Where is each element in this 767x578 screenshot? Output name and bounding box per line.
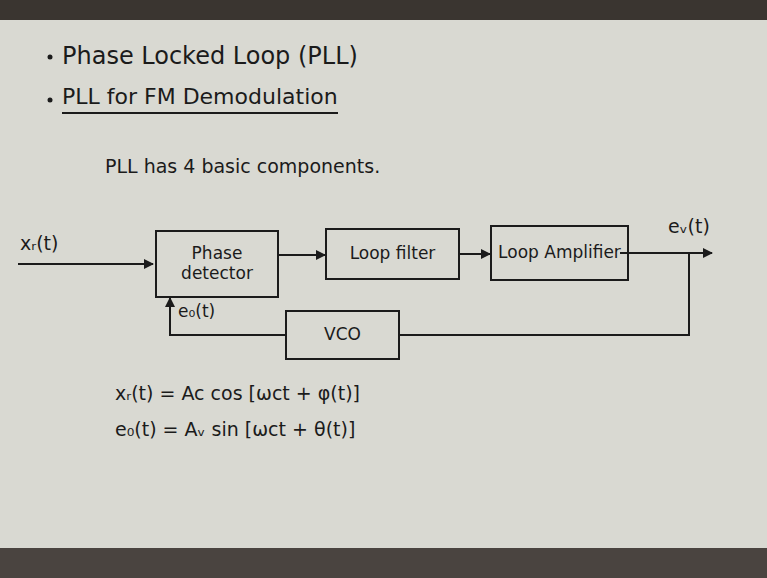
- loop-filter-box: Loop filter: [325, 228, 460, 280]
- connector: [460, 253, 490, 255]
- subheading: PLL for FM Demodulation: [62, 84, 338, 114]
- connector: [170, 298, 285, 335]
- input-wire: [18, 263, 153, 265]
- box-label: VCO: [324, 325, 361, 345]
- board-bottom: [0, 548, 767, 578]
- connector: [279, 254, 325, 256]
- heading: Phase Locked Loop (PLL): [62, 42, 358, 70]
- board-frame: [0, 0, 767, 20]
- signal-name: xᵣ(t): [20, 232, 58, 254]
- box-label: Loop Amplifier: [498, 243, 621, 263]
- note-text: PLL has 4 basic components.: [105, 155, 380, 177]
- equation: e₀(t) = Aᵥ sin [ωct + θ(t)]: [115, 418, 355, 440]
- box-label: Phase detector: [157, 244, 277, 283]
- amplifier-box: Loop Amplifier: [490, 225, 629, 281]
- phase-detector-box: Phase detector: [155, 230, 279, 298]
- box-label: Loop filter: [350, 244, 436, 264]
- bullet-dot: [48, 55, 53, 60]
- equation: xᵣ(t) = Ac cos [ωct + φ(t)]: [115, 382, 360, 404]
- connector: [400, 253, 689, 335]
- signal-name: eᵥ(t): [668, 215, 710, 237]
- signal-name: e₀(t): [176, 301, 217, 321]
- bullet-dot: [48, 98, 53, 103]
- vco-box: VCO: [285, 310, 400, 360]
